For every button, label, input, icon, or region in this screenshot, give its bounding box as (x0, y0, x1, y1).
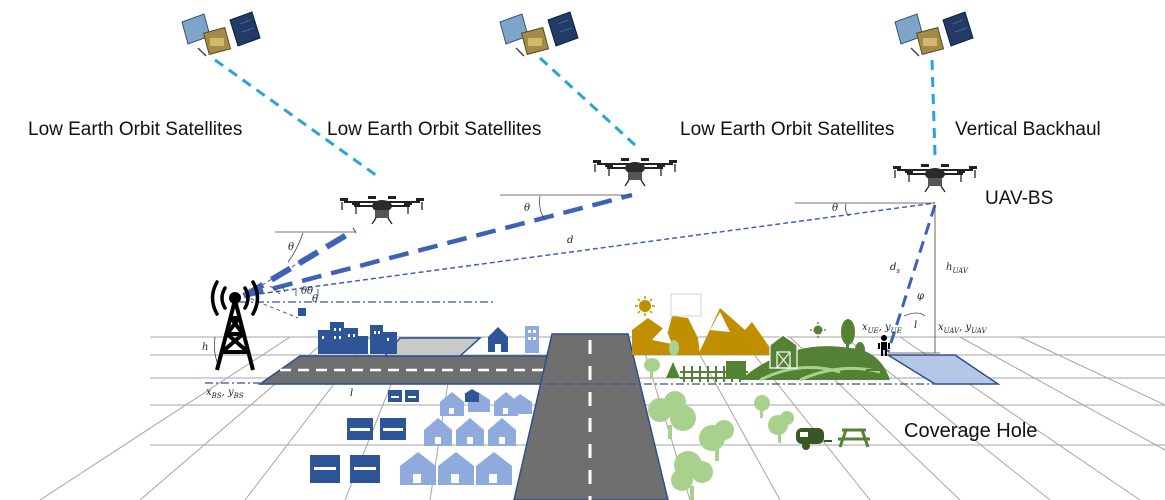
uav-height-label: hUAV (946, 262, 968, 275)
bs-y-symbol: , y (221, 387, 234, 398)
market-stalls (310, 390, 419, 483)
distance-d-label: d (567, 235, 574, 246)
satellite-icon (499, 11, 579, 57)
person-icon (878, 335, 890, 356)
uav-x-subscript: UAV (943, 327, 960, 335)
theta-label-1: θ (288, 242, 295, 253)
bs-x-symbol: x (206, 387, 212, 398)
ue-y-subscript: UE (890, 327, 902, 335)
horizontal-l-label: l (914, 320, 918, 331)
coverage-hole-area (885, 354, 1001, 385)
farm-trees (644, 319, 865, 379)
drone-icon (340, 196, 424, 225)
uav-height-subscript: UAV (952, 267, 968, 275)
cell-tower-icon (210, 280, 260, 371)
bs-position-label: xBS, yBS (206, 387, 244, 400)
picnic-table-icon (838, 428, 870, 448)
mountain-range (632, 308, 775, 355)
barn-icon (769, 334, 798, 369)
leo-satellites-label-3: Low Earth Orbit Satellites (680, 119, 895, 140)
bs-y-subscript: BS (233, 392, 244, 400)
main-road (513, 333, 669, 500)
ground-distance-label: l (350, 388, 354, 399)
vertical-backhaul-label: Vertical Backhaul (955, 119, 1101, 140)
suburb-houses (400, 392, 532, 485)
angle-guides (269, 194, 940, 354)
building-icon (298, 308, 306, 316)
slant-distance-symbol: d (890, 262, 897, 273)
uav-position-label: xUAV, yUAV (938, 322, 987, 335)
ue-x-symbol: x (862, 322, 868, 333)
theta-bs-label-lower: θ (312, 294, 319, 305)
drone-icon (593, 158, 677, 187)
sun-icon (635, 296, 655, 316)
ue-position-label: xUE, yUE (862, 322, 902, 335)
house-icon (488, 326, 539, 353)
bank-icon (464, 389, 480, 402)
uav-y-subscript: UAV (971, 327, 987, 335)
city-skyline (318, 322, 397, 354)
uav-bs-label: UAV-BS (985, 188, 1054, 209)
slant-distance-label: ds (890, 262, 900, 275)
ue-y-symbol: , y (878, 322, 891, 333)
theta-bs-label: θθ (301, 286, 314, 297)
backhaul-links (214, 56, 937, 180)
coverage-hole-label: Coverage Hole (904, 420, 1038, 442)
farm-stand-icon (726, 361, 746, 377)
satellite-icon (181, 11, 261, 57)
reference-rays (243, 261, 301, 319)
uav-height-symbol: h (946, 262, 953, 273)
bs-height-label: h (202, 342, 209, 353)
uav-y-symbol: , y (959, 322, 972, 333)
height-brace (213, 336, 218, 363)
dimension-markers (295, 289, 319, 296)
bs-x-subscript: BS (211, 392, 222, 400)
hidden-box (670, 293, 702, 317)
leo-satellites-label-2: Low Earth Orbit Satellites (327, 119, 542, 140)
reference-lines (205, 301, 935, 385)
tree-cluster (648, 391, 794, 500)
drone-icon (893, 164, 977, 193)
bench-icon (864, 369, 886, 380)
theta-label-3: θ (832, 203, 839, 214)
satellite-icon (894, 11, 974, 57)
uav-x-symbol: x (938, 322, 944, 333)
camper-icon (796, 428, 832, 450)
slant-distance-subscript: s (896, 267, 900, 275)
sun-icon (810, 322, 826, 338)
ue-x-subscript: UE (867, 327, 879, 335)
elevation-phi-label: φ (917, 291, 925, 302)
leo-satellites-label-1: Low Earth Orbit Satellites (28, 119, 243, 140)
theta-label-2: θ (524, 203, 531, 214)
